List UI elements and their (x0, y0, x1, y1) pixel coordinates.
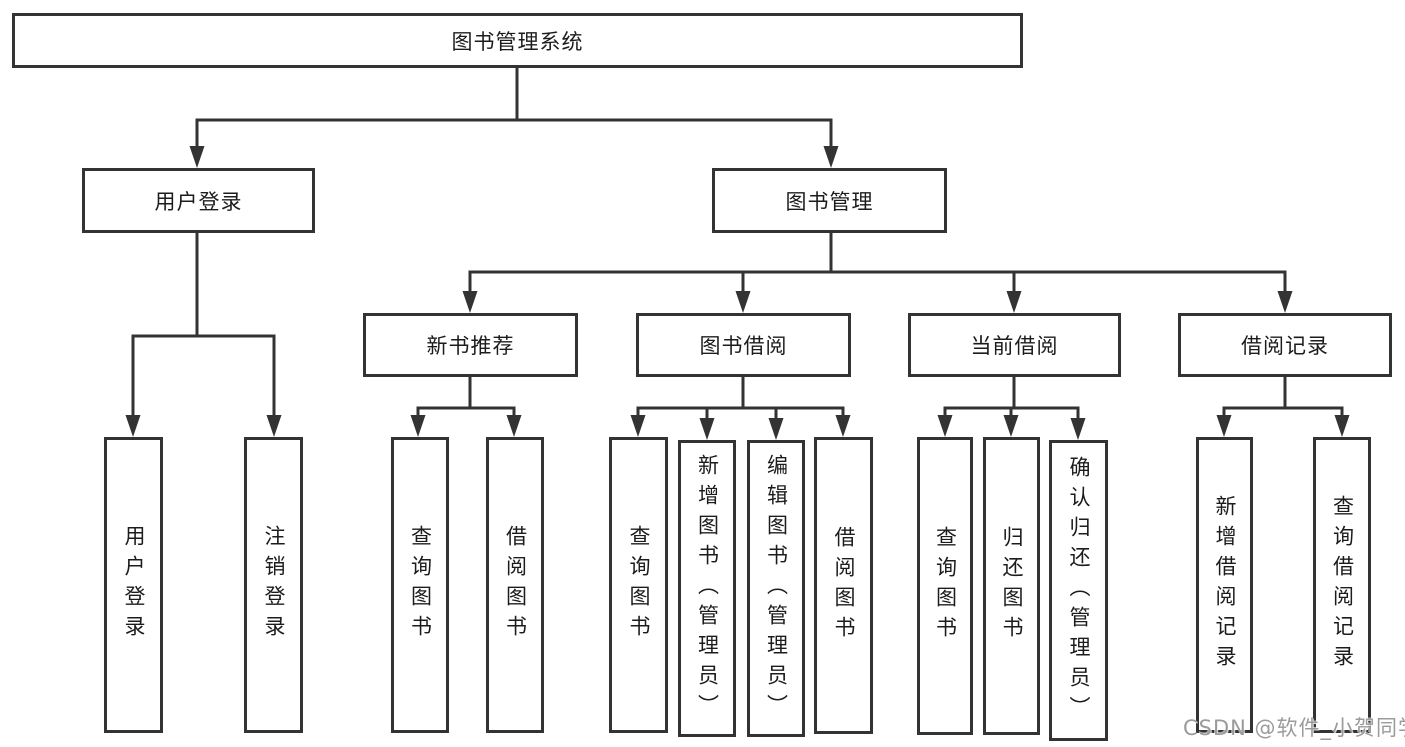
node-leaf-search-borrow-record: 查询借阅记录 (1313, 437, 1371, 733)
arrowhead-g2 (1006, 291, 1022, 313)
node-new-book-recommend: 新书推荐 (363, 313, 578, 377)
node-leaf-add-borrow-record: 新增借阅记录 (1196, 437, 1253, 733)
arrowhead-g3c1 (1334, 415, 1350, 437)
node-book-management: 图书管理 (712, 168, 947, 233)
node-borrow-records-label: 借阅记录 (1241, 334, 1329, 358)
arrowhead-g1c1 (699, 418, 715, 440)
arrowhead-g1c3 (835, 415, 851, 437)
node-root: 图书管理系统 (12, 13, 1023, 68)
arrowhead-u0 (125, 415, 141, 437)
arrowhead-g0c1 (506, 415, 522, 437)
node-new-book-recommend-label: 新书推荐 (426, 334, 515, 358)
arrowhead-mgmt (823, 146, 839, 168)
node-leaf-search-books-borrow-label: 查询图书 (627, 525, 651, 645)
node-book-borrow: 图书借阅 (636, 313, 851, 377)
node-borrow-records: 借阅记录 (1178, 313, 1392, 377)
node-root-label: 图书管理系统 (451, 29, 584, 54)
arrowhead-g3 (1277, 291, 1293, 313)
node-leaf-add-book-admin: 新增图书（管理员） (678, 440, 736, 737)
node-leaf-user-login-label: 用户登录 (122, 525, 146, 645)
arrowhead-g1c0 (630, 415, 646, 437)
node-leaf-search-books-recommend: 查询图书 (391, 437, 449, 733)
node-leaf-return-books: 归还图书 (983, 437, 1040, 735)
node-leaf-borrow-books: 借阅图书 (814, 437, 873, 734)
node-leaf-logout-label: 注销登录 (262, 525, 286, 645)
node-leaf-search-books-current: 查询图书 (917, 437, 973, 735)
node-leaf-search-books-recommend-label: 查询图书 (408, 525, 433, 645)
node-leaf-return-books-label: 归还图书 (1000, 526, 1024, 646)
node-leaf-edit-book-admin: 编辑图书（管理员） (747, 440, 805, 737)
node-leaf-user-login: 用户登录 (104, 437, 163, 733)
arrowhead-g2c1 (1003, 415, 1019, 437)
node-leaf-borrow-books-label: 借阅图书 (832, 525, 856, 646)
node-current-borrow-label: 当前借阅 (970, 334, 1059, 358)
node-user-login: 用户登录 (82, 168, 315, 233)
arrowhead-g1 (735, 291, 751, 313)
node-leaf-borrow-books-recommend-label: 借阅图书 (503, 525, 528, 645)
arrowhead-u1 (266, 415, 282, 437)
arrowhead-g2c0 (937, 415, 953, 437)
node-leaf-edit-book-admin-label: 编辑图书（管理员） (764, 453, 789, 724)
node-current-borrow: 当前借阅 (908, 313, 1121, 377)
node-user-login-label: 用户登录 (154, 189, 243, 214)
arrowhead-g0c0 (410, 415, 426, 437)
node-leaf-add-book-admin-label: 新增图书（管理员） (695, 453, 720, 724)
arrowhead-login (189, 146, 205, 168)
node-leaf-add-borrow-record-label: 新增借阅记录 (1213, 495, 1237, 675)
node-book-borrow-label: 图书借阅 (699, 334, 788, 358)
arrowhead-g3c0 (1216, 415, 1232, 437)
node-leaf-confirm-return-admin: 确认归还（管理员） (1049, 440, 1108, 741)
node-leaf-logout: 注销登录 (244, 437, 303, 733)
node-leaf-search-books-current-label: 查询图书 (933, 526, 958, 646)
node-book-management-label: 图书管理 (785, 189, 874, 214)
arrowhead-g1c2 (768, 418, 784, 440)
arrowhead-g0 (462, 291, 478, 313)
node-leaf-search-books-borrow: 查询图书 (609, 437, 668, 733)
node-leaf-search-borrow-record-label: 查询借阅记录 (1330, 495, 1355, 675)
node-leaf-confirm-return-admin-label: 确认归还（管理员） (1067, 455, 1091, 726)
arrowhead-g2c2 (1070, 418, 1086, 440)
node-leaf-borrow-books-recommend: 借阅图书 (486, 437, 544, 733)
watermark: CSDN @软件_小贺同学 (1183, 716, 1405, 740)
